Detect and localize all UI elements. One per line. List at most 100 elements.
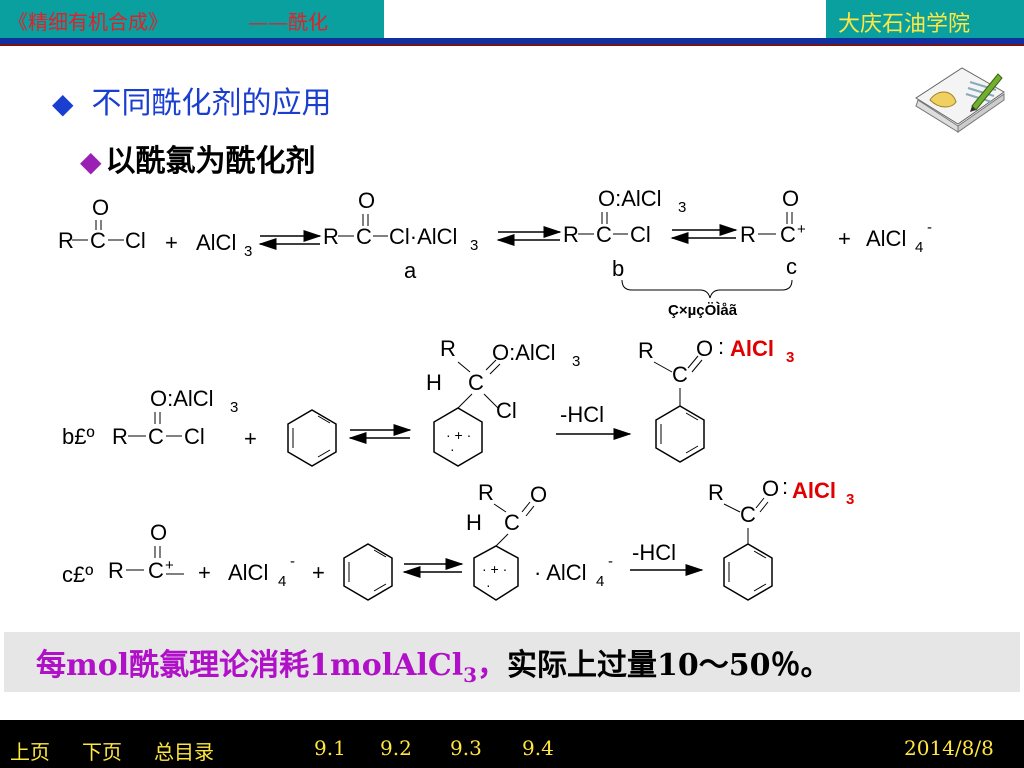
alcl4-label: AlCl	[228, 560, 268, 585]
svg-text:·: ·	[486, 577, 491, 593]
chlorine-label: Cl	[125, 228, 146, 253]
section-heading-text: 不同酰化剂的应用	[91, 86, 332, 121]
minus-charge: -	[927, 219, 932, 236]
chlorine-label: Cl	[184, 424, 205, 449]
oxygen-label: O	[782, 186, 799, 211]
section-9-3-link[interactable]: 9.3	[450, 736, 482, 760]
r-group-label: R	[708, 480, 724, 505]
header-school-banner: 大庆石油学院	[826, 0, 1024, 38]
summary-box	[4, 632, 1020, 692]
oxygen-label: O	[150, 520, 167, 545]
r-group-label: R	[323, 224, 339, 249]
next-page-link[interactable]: 下页	[82, 740, 122, 764]
carbon-label: C	[148, 424, 164, 449]
section-9-1-link[interactable]: 9.1	[314, 736, 346, 760]
subscript: 3	[572, 353, 580, 370]
section-9-2-link[interactable]: 9.2	[380, 736, 412, 760]
carbon-label: C	[504, 510, 520, 535]
scheme-row-1: O R C Cl + AlCl 3 O R C Cl·AlCl 3 a O:Al…	[58, 186, 932, 319]
r-group-label: R	[108, 558, 124, 583]
plus-charge: +	[165, 557, 174, 574]
summary-comma: ，	[477, 648, 508, 683]
minus-hcl-label: -HCl	[632, 540, 676, 565]
toc-link[interactable]: 总目录	[154, 740, 214, 764]
plus-sign: +	[838, 226, 851, 251]
carbon-label: C	[90, 228, 106, 253]
oxygen-label: O	[762, 476, 779, 501]
minus-hcl-label: -HCl	[560, 402, 604, 427]
diamond-bullet-icon: ◆	[80, 145, 102, 178]
header-divider	[0, 38, 1024, 44]
prev-page-link[interactable]: 上页	[10, 740, 50, 764]
scheme-row-2: b£º O:AlCl 3 R C Cl + · + ·· R H C O:AlC…	[62, 334, 794, 467]
carbon-label: C	[780, 222, 796, 247]
alcl4-label: AlCl	[866, 226, 906, 251]
carbon-label: C	[596, 222, 612, 247]
carbon-label: C	[468, 370, 484, 395]
subscript: 3	[244, 243, 252, 260]
intermediate-c-label: c	[786, 254, 797, 279]
chapter-title: ——酰化	[248, 10, 328, 34]
carbon-label: C	[148, 558, 164, 583]
plus-sign: +	[312, 560, 325, 585]
summary-text: 每mol酰氯理论消耗1molAlCl3，实际上过量10～50％。	[36, 640, 831, 687]
subsection-heading-text: 以酰氯为酰化剂	[105, 144, 316, 179]
summary-subscript: 3	[463, 663, 478, 687]
header-divider-accent	[0, 44, 1024, 46]
chlorine-label: Cl	[496, 398, 517, 423]
dative-colon: :	[782, 474, 788, 499]
sigma-complex-ring	[473, 545, 519, 601]
r-group-label: R	[112, 424, 128, 449]
o-alcl3-label: O:AlCl	[150, 386, 214, 411]
reaction-schemes: O R C Cl + AlCl 3 O R C Cl·AlCl 3 a O:Al…	[58, 186, 932, 601]
svg-text:· + ·: · + ·	[446, 427, 471, 443]
r-group-label: R	[740, 222, 756, 247]
plus-sign: +	[198, 560, 211, 585]
dot-alcl4-label: · AlCl	[534, 560, 587, 585]
oxygen-label: O	[696, 336, 713, 361]
minus-charge: -	[290, 553, 295, 570]
o-alcl3-label: O:AlCl	[598, 186, 662, 211]
product-alcl3-label: AlCl	[730, 336, 774, 361]
carbon-label: C	[672, 362, 688, 387]
plus-sign: +	[244, 426, 257, 451]
o-alcl3-label: O:AlCl	[492, 340, 556, 365]
subscript: 3	[846, 491, 854, 508]
route-c-label: c£º	[62, 562, 93, 587]
hydrogen-label: H	[426, 370, 442, 395]
r-group-label: R	[440, 336, 456, 361]
sigma-complex-ring	[433, 407, 483, 467]
subscript: 3	[678, 199, 686, 216]
subscript: 3	[786, 349, 794, 366]
section-9-4-link[interactable]: 9.4	[522, 736, 554, 760]
cl-alcl3-label: Cl·AlCl	[389, 224, 457, 249]
intermediate-b-label: b	[612, 256, 624, 281]
subscript: 4	[915, 239, 923, 256]
r-group-label: R	[638, 338, 654, 363]
school-name: 大庆石油学院	[838, 12, 971, 37]
r-group-label: R	[563, 222, 579, 247]
course-title: 《精细有机合成》	[8, 10, 168, 34]
minus-charge: -	[608, 553, 613, 570]
svg-text:·: ·	[450, 441, 455, 457]
oxygen-label: O	[358, 188, 375, 213]
diamond-bullet-icon: ◆	[52, 87, 74, 120]
benzene-ring	[343, 543, 393, 601]
subsection-heading: ◆以酰氯为酰化剂	[80, 136, 316, 180]
r-group-label: R	[58, 228, 74, 253]
product-benzene-ring	[655, 405, 705, 463]
product-benzene-ring	[723, 543, 773, 601]
plus-charge: +	[797, 221, 806, 238]
oxygen-label: O	[530, 482, 547, 507]
footer-bar	[0, 720, 1024, 768]
svg-text:· + ·: · + ·	[482, 561, 507, 577]
carbon-label: C	[356, 224, 372, 249]
subscript: 4	[278, 573, 286, 590]
slide-date: 2014/8/8	[904, 736, 994, 760]
open-book-icon	[915, 67, 1005, 133]
header-course-banner: 《精细有机合成》 ——酰化	[0, 0, 384, 38]
summary-part1: 每mol酰氯理论消耗1molAlCl	[36, 648, 464, 683]
carbon-label: C	[740, 502, 756, 527]
r-group-label: R	[478, 480, 494, 505]
subscript: 3	[230, 399, 238, 416]
